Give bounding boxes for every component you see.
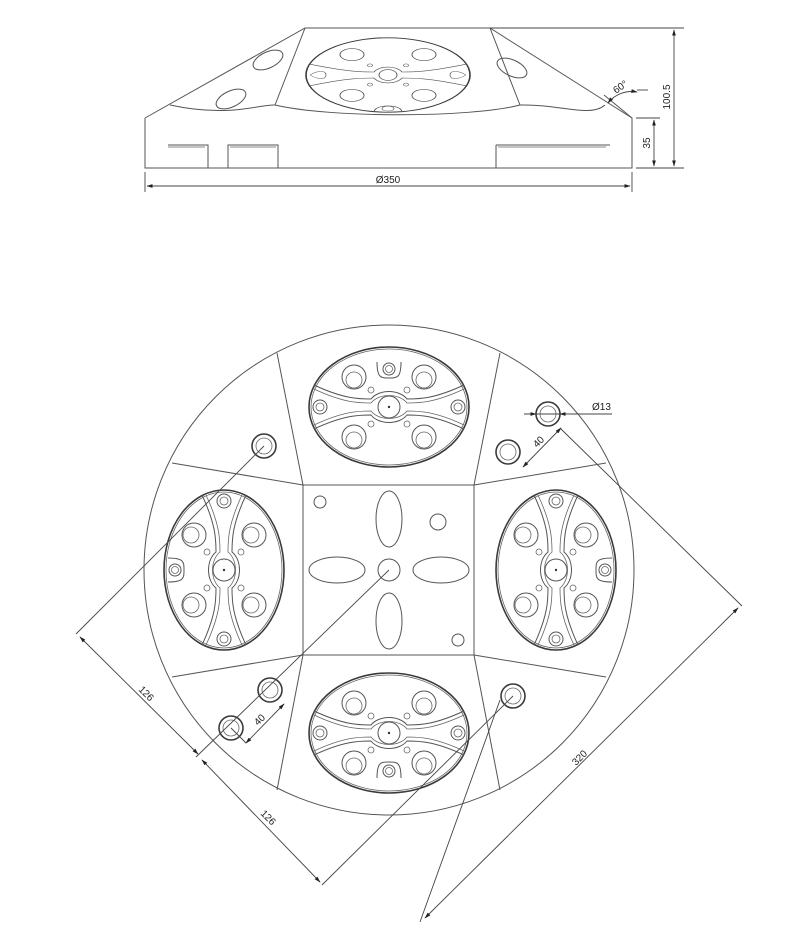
dim-pitch-1: 126 (136, 684, 156, 704)
dim-diagonal-span: 320 (570, 748, 590, 768)
dim-base-height: 35 (642, 137, 653, 149)
dim-hole-spacing-bottom-left: 40 (252, 712, 268, 728)
side-dimensions: Ø350 100.5 35 60° (144, 27, 684, 192)
dim-chamfer-angle: 60° (611, 79, 630, 97)
station-top (308, 346, 470, 468)
mounting-holes (218, 401, 561, 741)
station-right (495, 489, 617, 651)
dim-total-height: 100.5 (662, 84, 673, 109)
plan-dimensions: Ø13 40 320 126 126 40 (75, 402, 743, 923)
station-bottom (308, 672, 470, 794)
center-block (302, 484, 475, 656)
side-elevation-view (144, 27, 633, 169)
dim-hole-diameter: Ø13 (592, 402, 611, 413)
dim-overall-diameter: Ø350 (376, 175, 401, 186)
station-left (163, 489, 285, 651)
dim-hole-spacing-top-right: 40 (531, 434, 547, 450)
dim-pitch-2: 126 (258, 808, 278, 828)
